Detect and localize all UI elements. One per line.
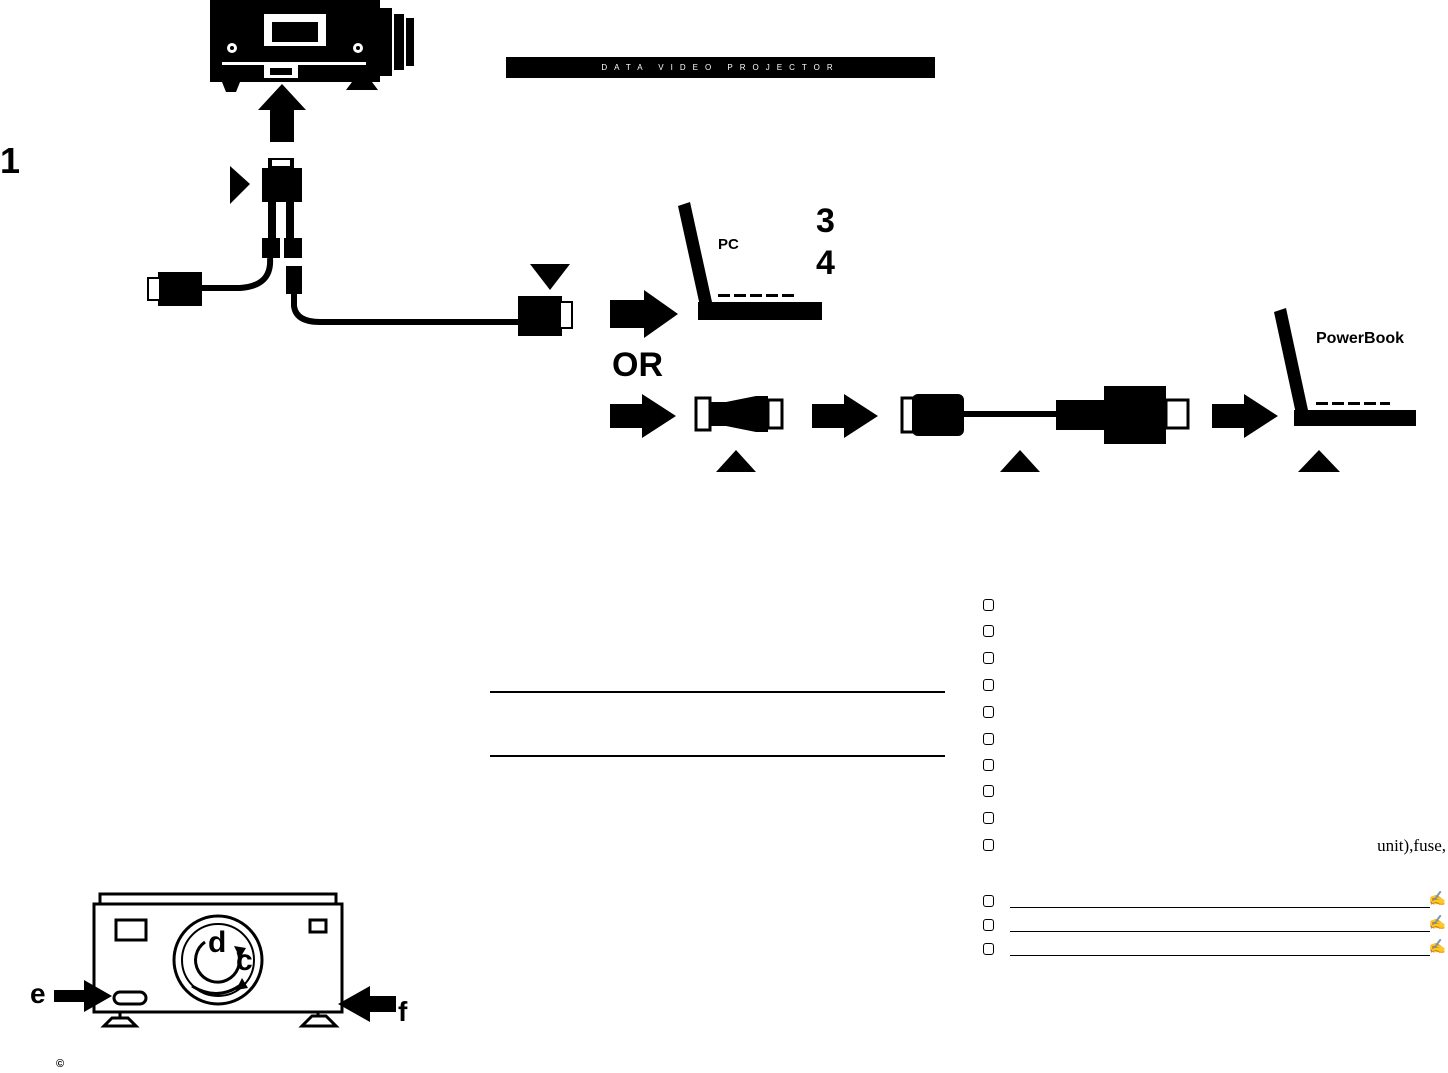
divider-rule: [490, 691, 945, 693]
checkbox-icon[interactable]: [983, 733, 994, 745]
checkbox-icon[interactable]: [983, 706, 994, 718]
checklist-item[interactable]: [978, 596, 1448, 616]
mac-cable: [900, 386, 1190, 444]
callout-f: f: [398, 996, 408, 1027]
projector-front-illustration: [92, 892, 344, 1028]
checkbox-icon[interactable]: [983, 652, 994, 664]
triangle-marker-icon: [1000, 450, 1040, 472]
triangle-marker-icon: [1298, 450, 1340, 472]
signature-row[interactable]: ✍: [978, 938, 1448, 960]
projector-top-illustration: [210, 0, 414, 92]
checklist-item[interactable]: [978, 649, 1448, 669]
checklist-item-text: unit),fuse,: [1377, 836, 1446, 855]
checklist-item[interactable]: [978, 676, 1448, 696]
arrow-up-icon: [258, 84, 306, 142]
or-label: OR: [612, 346, 663, 384]
product-banner: DATA VIDEO PROJECTOR: [506, 57, 935, 78]
pen-icon: ✍: [1428, 890, 1446, 906]
arrow-right-icon: [812, 394, 878, 438]
step-number-3: 3: [816, 202, 835, 240]
checkbox-icon[interactable]: [983, 759, 994, 771]
checkbox-icon[interactable]: [983, 599, 994, 611]
arrow-right-icon: [54, 980, 112, 1012]
callout-e: e: [30, 978, 46, 1009]
callout-c: c: [236, 944, 253, 977]
checklist-item[interactable]: unit),fuse,: [978, 836, 1448, 856]
signature-row[interactable]: ✍: [978, 890, 1448, 912]
step-number-4: 4: [816, 244, 835, 282]
triangle-marker-icon: [230, 166, 250, 204]
checklist-item[interactable]: [978, 782, 1448, 802]
checklist-item[interactable]: [978, 703, 1448, 723]
checkbox-icon[interactable]: [983, 679, 994, 691]
powerbook-laptop: [1274, 308, 1416, 426]
callout-d: d: [208, 926, 227, 959]
checkbox-icon[interactable]: [983, 919, 994, 931]
arrow-right-icon: [1212, 394, 1278, 438]
signature-line[interactable]: [1010, 931, 1430, 933]
checkbox-icon[interactable]: [983, 895, 994, 907]
triangle-marker-icon: [716, 450, 756, 472]
checkbox-icon[interactable]: [983, 785, 994, 797]
pen-icon: ✍: [1428, 914, 1446, 930]
checklist-item[interactable]: [978, 730, 1448, 750]
checkbox-icon[interactable]: [983, 839, 994, 851]
checklist-item[interactable]: [978, 756, 1448, 776]
pc-label: PC: [718, 236, 739, 253]
checkbox-icon[interactable]: [983, 943, 994, 955]
signature-row[interactable]: ✍: [978, 914, 1448, 936]
adapter-connector: [694, 396, 784, 432]
pc-laptop: [678, 202, 822, 320]
pen-icon: ✍: [1428, 938, 1446, 954]
divider-rule: [490, 755, 945, 757]
checkbox-icon[interactable]: [983, 625, 994, 637]
arrow-right-icon: [610, 290, 678, 338]
signature-line[interactable]: [1010, 955, 1430, 957]
arrow-right-icon: [610, 394, 676, 438]
checkbox-icon[interactable]: [983, 812, 994, 824]
checklist-item[interactable]: [978, 809, 1448, 829]
step-number-1: 1: [0, 140, 21, 181]
copyright-mark: ©: [56, 1058, 65, 1070]
y-cable: [147, 158, 573, 336]
arrow-left-icon: [338, 986, 396, 1022]
signature-line[interactable]: [1010, 907, 1430, 909]
checklist-item[interactable]: [978, 622, 1448, 642]
triangle-marker-icon: [530, 264, 570, 290]
powerbook-label: PowerBook: [1316, 330, 1405, 347]
